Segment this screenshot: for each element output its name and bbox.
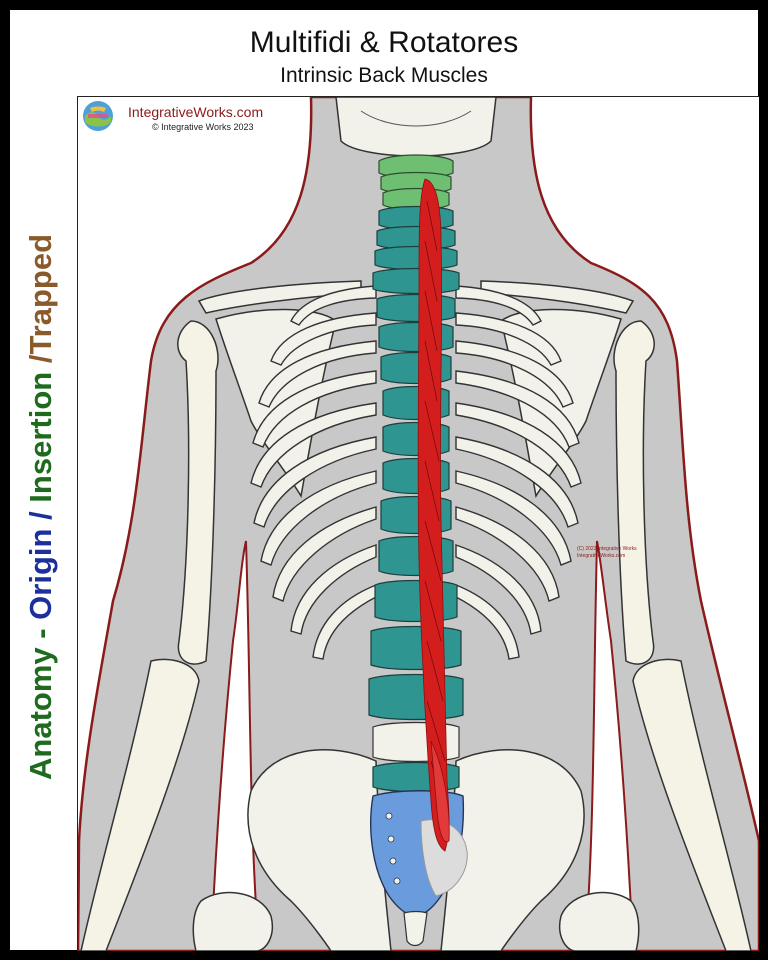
right-clavicle xyxy=(480,280,635,314)
left-femur-head xyxy=(192,891,273,951)
side-label-anatomy: Anatomy - xyxy=(23,619,58,780)
cervical-vertebrae xyxy=(378,154,454,211)
watermark-line-2: IntegrativeWorks.com xyxy=(577,553,626,559)
page-title: Multifidi & Rotatores xyxy=(249,26,519,59)
right-humerus xyxy=(613,320,655,665)
right-forearm xyxy=(632,658,752,951)
site-name: IntegrativeWorks.com xyxy=(128,104,264,120)
watermark: (C) 2023 Integrative Works IntegrativeWo… xyxy=(577,546,637,560)
right-femur-head xyxy=(559,891,640,951)
side-label-origin: Origin / xyxy=(23,502,58,620)
page-subtitle: Intrinsic Back Muscles xyxy=(280,64,488,87)
left-forearm xyxy=(80,658,200,951)
side-label-trapped: /Trapped xyxy=(23,233,58,364)
watermark-line-1: (C) 2023 Integrative Works xyxy=(577,546,637,552)
sacral-insertion-area xyxy=(420,819,468,897)
left-humerus xyxy=(177,320,219,665)
sacral-foramina xyxy=(385,812,401,885)
integrativeworks-logo-icon xyxy=(83,101,113,131)
right-arm-gap xyxy=(583,540,635,951)
multifidi-muscle xyxy=(417,178,450,852)
left-ribs xyxy=(250,285,377,660)
anatomy-illustration xyxy=(78,97,759,951)
illustration-panel xyxy=(77,96,759,951)
side-label-insertion: Insertion xyxy=(23,363,58,503)
side-label: Anatomy - Origin / Insertion /Trapped xyxy=(13,80,69,780)
right-ribs xyxy=(455,285,582,660)
coccyx xyxy=(403,910,428,947)
copyright-text: © Integrative Works 2023 xyxy=(152,122,254,132)
